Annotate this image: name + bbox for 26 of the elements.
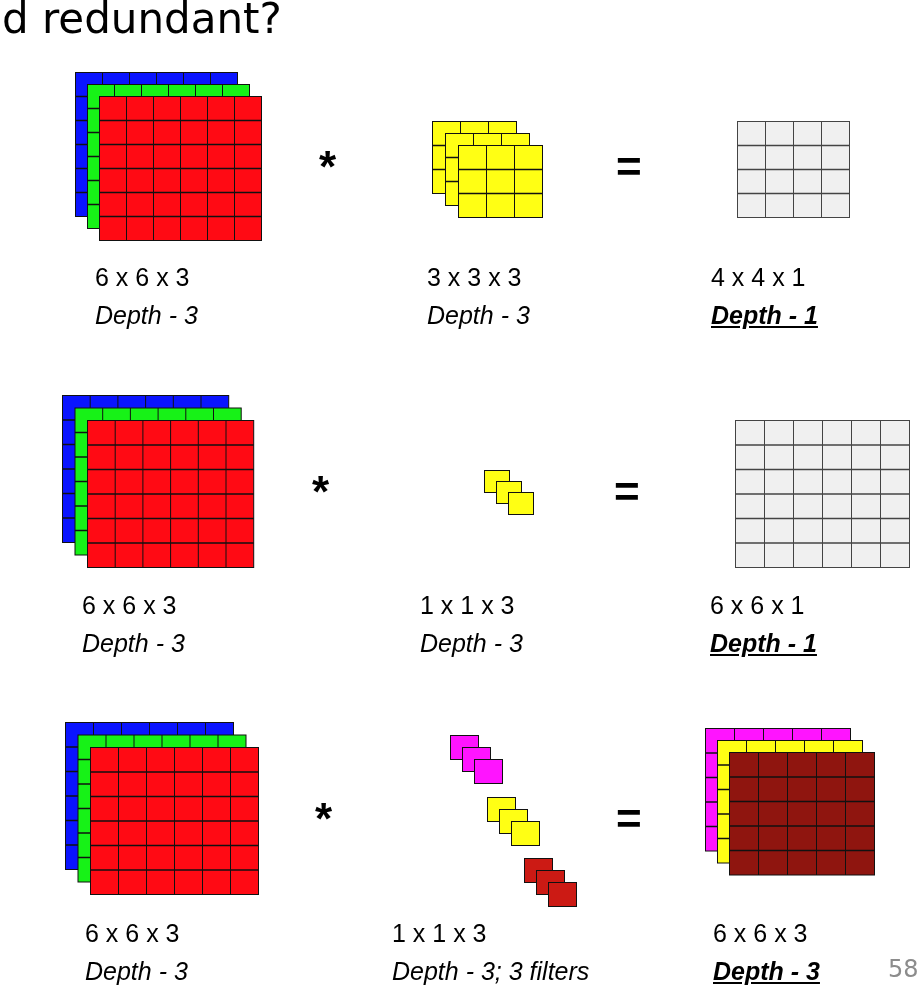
equals-sign: = [616, 145, 642, 189]
depth-label: Depth - 3 [95, 300, 198, 330]
slide-title: d redundant? [2, 0, 282, 45]
size-label: 6 x 6 x 3 [82, 590, 177, 620]
size-label: 1 x 1 x 3 [392, 918, 487, 948]
page-number: 58 [888, 955, 919, 983]
depth-label: Depth - 3 [713, 956, 820, 986]
size-label: 6 x 6 x 3 [713, 918, 808, 948]
size-label: 4 x 4 x 1 [711, 262, 806, 292]
convolution-operator: * [312, 470, 330, 514]
depth-label: Depth - 3; 3 filters [392, 956, 590, 986]
depth-label: Depth - 3 [85, 956, 188, 986]
size-label: 6 x 6 x 3 [95, 262, 190, 292]
depth-label: Depth - 3 [420, 628, 523, 658]
size-label: 6 x 6 x 3 [85, 918, 180, 948]
convolution-operator: * [319, 145, 337, 189]
equals-sign: = [616, 797, 642, 841]
size-label: 1 x 1 x 3 [420, 590, 515, 620]
depth-label: Depth - 1 [710, 628, 817, 658]
equals-sign: = [614, 470, 640, 514]
depth-label: Depth - 1 [711, 300, 818, 330]
depth-label: Depth - 3 [82, 628, 185, 658]
depth-label: Depth - 3 [427, 300, 530, 330]
size-label: 3 x 3 x 3 [427, 262, 522, 292]
convolution-operator: * [315, 797, 333, 841]
size-label: 6 x 6 x 1 [710, 590, 805, 620]
